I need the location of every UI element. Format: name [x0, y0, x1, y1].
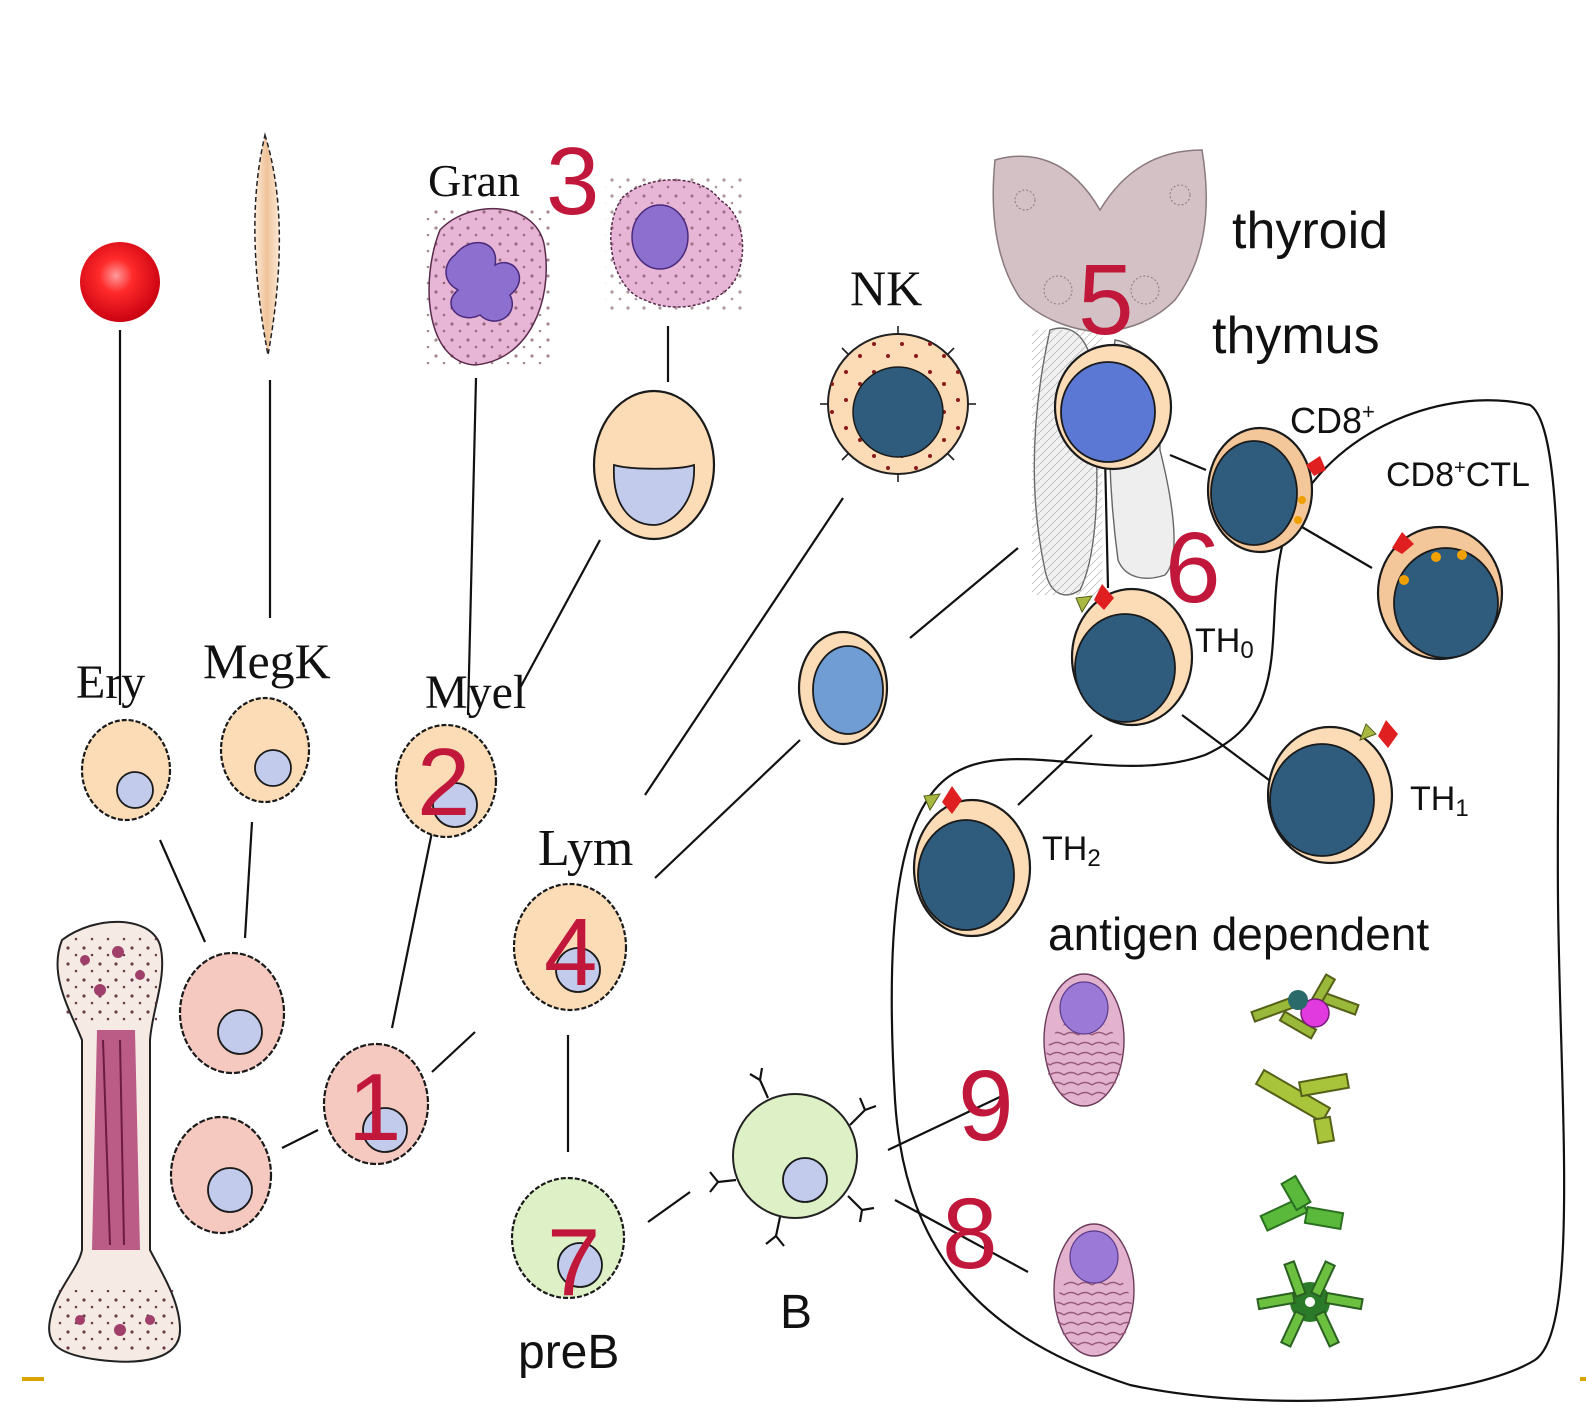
stage-number-1: 1: [348, 1054, 401, 1161]
stage-number-4: 4: [544, 899, 597, 1006]
nk-cell: [820, 326, 976, 482]
label-myel: Myel: [425, 666, 526, 719]
label-th1: TH1: [1410, 780, 1469, 822]
lineage-links: [118, 326, 1373, 1273]
pre-b-cell: [510, 1176, 626, 1300]
label-preb: preB: [518, 1326, 619, 1379]
thymocyte-cell: [1053, 343, 1173, 471]
myeloid-precursor-cell: [592, 389, 716, 541]
stem-cell-lower: [169, 1115, 273, 1235]
antibody-antigen-complex-icon: [1250, 973, 1360, 1040]
label-cd8: CD8+: [1290, 399, 1375, 441]
label-ery: Ery: [76, 656, 145, 709]
erythrocyte-icon: [80, 242, 160, 322]
label-b: B: [780, 1286, 812, 1339]
cd8-t-cell: [1206, 426, 1326, 554]
label-th2: TH2: [1042, 830, 1101, 872]
stage-number-3: 3: [546, 128, 599, 235]
label-thyroid: thyroid: [1232, 202, 1388, 260]
stage-number-5: 5: [1078, 244, 1134, 356]
stage-number-2: 2: [417, 729, 470, 836]
lymphoid-progenitor-cell: [512, 882, 628, 1012]
th2-cell: [912, 786, 1032, 938]
multipotent-progenitor-cell: [322, 1042, 430, 1166]
plasma-cell-lower: [1053, 1223, 1135, 1357]
slide-accent-right: [1580, 1377, 1586, 1381]
plasma-cell-upper: [1043, 973, 1125, 1107]
th0-cell: [1070, 584, 1194, 727]
igg-antibody-icon: [1254, 1068, 1351, 1145]
platelet-megakaryocyte-icon: [254, 132, 281, 356]
antigen-dependent-region: [890, 399, 1566, 1402]
label-cd8-ctl: CD8+CTL: [1386, 456, 1530, 494]
stage-number-9: 9: [958, 1050, 1014, 1162]
macrophage-cell: [605, 178, 745, 313]
megakaryocyte-progenitor-cell: [219, 696, 311, 804]
label-gran: Gran: [428, 155, 520, 206]
b-cell: [709, 1067, 877, 1247]
label-megk: MegK: [203, 633, 331, 689]
granulocyte-cell: [425, 205, 550, 366]
th1-cell: [1266, 720, 1398, 865]
erythroid-progenitor-cell: [80, 718, 172, 822]
igm-pentamer-icon: [1256, 1260, 1364, 1348]
slide-accent-left: [22, 1377, 44, 1381]
stage-number-8: 8: [942, 1178, 998, 1290]
ige-antibody-icon: [1259, 1174, 1345, 1232]
label-thymus: thymus: [1212, 307, 1380, 365]
stage-number-7: 7: [547, 1209, 600, 1316]
cd8-ctl-cell: [1376, 525, 1504, 661]
label-lym: Lym: [538, 820, 633, 877]
label-antigen-dependent: antigen dependent: [1048, 908, 1429, 960]
stage-number-6: 6: [1165, 512, 1221, 624]
myeloid-progenitor-cell: [394, 723, 498, 839]
label-nk: NK: [850, 260, 922, 316]
thymocyte-precursor-cell: [797, 630, 889, 746]
thyroid-gland-icon: [992, 149, 1207, 333]
stem-cell-upper: [178, 951, 286, 1075]
bone-marrow-icon: [48, 920, 182, 1363]
label-th0: TH0: [1195, 622, 1254, 664]
